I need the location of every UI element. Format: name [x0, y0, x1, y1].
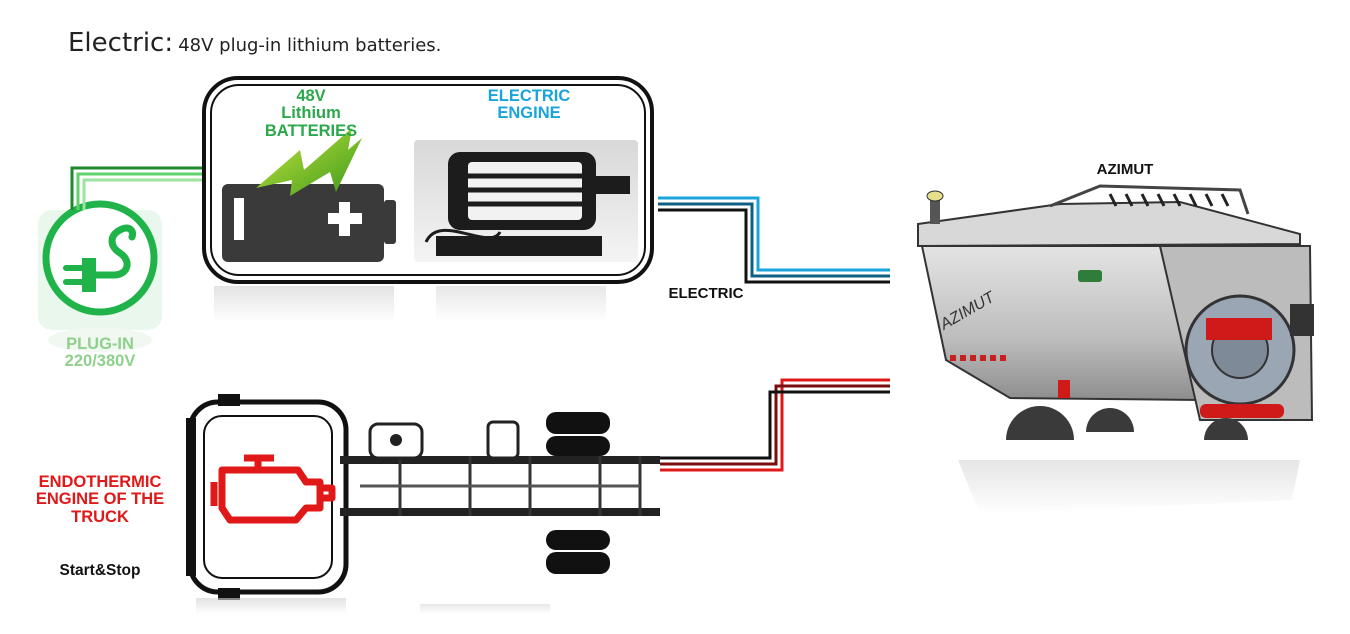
start-stop-label: Start&Stop [59, 562, 141, 579]
engine-icon [210, 454, 336, 524]
electric-wire [658, 196, 890, 284]
lightning-icon [256, 128, 362, 196]
endothermic-wire [660, 378, 890, 472]
azimut-label: AZIMUT [1096, 161, 1154, 178]
green-wire [70, 166, 206, 210]
electric-motor-icon [414, 140, 638, 262]
truck-chassis-illustration [186, 394, 660, 614]
heading-subtitle: 48V plug-in lithium batteries. [178, 35, 442, 56]
battery-icon [222, 184, 396, 262]
batteries-label: 48V Lithium BATTERIES [264, 87, 358, 140]
plug-in-icon [38, 200, 162, 352]
plug-in-label: PLUG-IN 220/380V [64, 335, 136, 371]
heading-title: Electric: [68, 28, 174, 58]
page-heading: Electric: 48V plug-in lithium batteries. [68, 28, 441, 58]
endothermic-engine-label: ENDOTHERMIC ENGINE OF THE TRUCK [35, 473, 165, 526]
electric-engine-label: ELECTRIC ENGINE [487, 87, 571, 123]
electric-label: ELECTRIC [668, 285, 744, 302]
azimut-mixer-illustration: AZIMUT [917, 184, 1314, 514]
